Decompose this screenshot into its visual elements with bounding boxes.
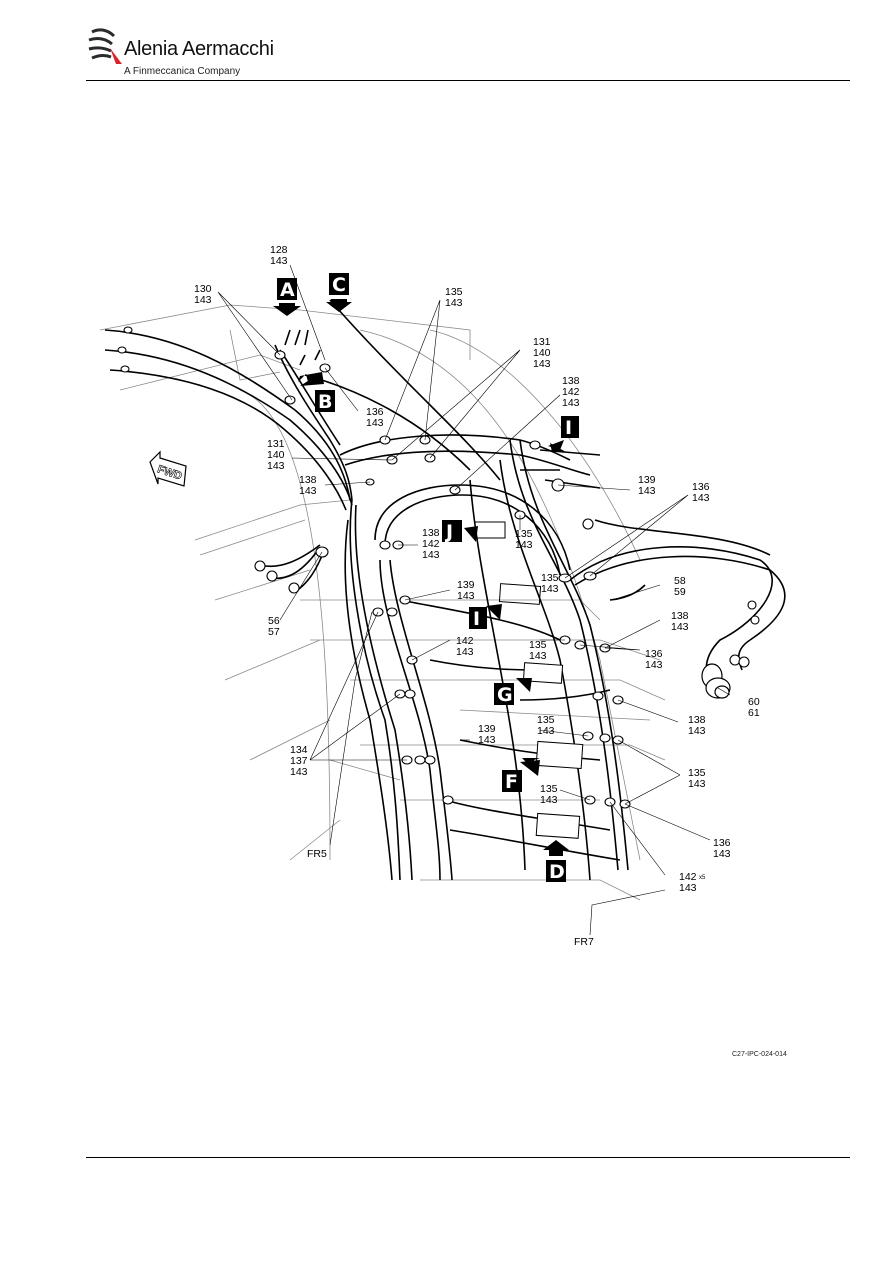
view-marker-g: G	[494, 678, 532, 706]
view-marker-a: A	[273, 278, 301, 316]
header-divider	[86, 80, 850, 81]
view-marker-c: C	[326, 273, 352, 312]
multiplier-label: x5	[699, 875, 706, 881]
view-marker-f: F	[502, 758, 540, 793]
svg-text:D: D	[549, 861, 565, 883]
leader-lines	[217, 264, 731, 936]
svg-text:G: G	[497, 684, 513, 706]
alenia-swirl-logo-icon	[88, 28, 122, 64]
view-marker-d: D	[543, 840, 569, 883]
svg-text:F: F	[505, 771, 518, 793]
svg-text:I: I	[565, 417, 572, 439]
footer-divider	[86, 1157, 850, 1158]
view-marker-j: J	[442, 520, 478, 543]
document-code: C27-IPC-024-014	[732, 1051, 787, 1058]
view-marker-i-lower: I	[469, 604, 502, 630]
circular-connector	[701, 663, 731, 699]
page-header: Alenia Aermacchi A Finmeccanica Company	[0, 0, 893, 82]
frame-labels: FR5 FR7	[307, 848, 594, 948]
airframe-structure	[99, 304, 666, 901]
frame-label-fr7: FR7	[574, 936, 594, 948]
forward-direction-arrow: FWD	[149, 450, 187, 487]
frame-label-fr5: FR5	[307, 848, 327, 860]
svg-text:I: I	[473, 608, 480, 630]
svg-text:J: J	[444, 521, 453, 543]
svg-text:B: B	[318, 391, 332, 413]
connector-plates	[474, 521, 584, 839]
svg-text:A: A	[280, 279, 295, 301]
view-marker-i-upper: I	[548, 416, 579, 452]
brand-subtitle: A Finmeccanica Company	[124, 66, 241, 77]
terminal-lugs	[254, 518, 750, 668]
svg-text:C: C	[332, 274, 346, 296]
view-marker-b: B	[298, 372, 335, 413]
brand-name: Alenia Aermacchi	[124, 38, 274, 60]
cable-clamps	[117, 326, 760, 809]
view-markers: A B C D F G	[273, 273, 579, 883]
